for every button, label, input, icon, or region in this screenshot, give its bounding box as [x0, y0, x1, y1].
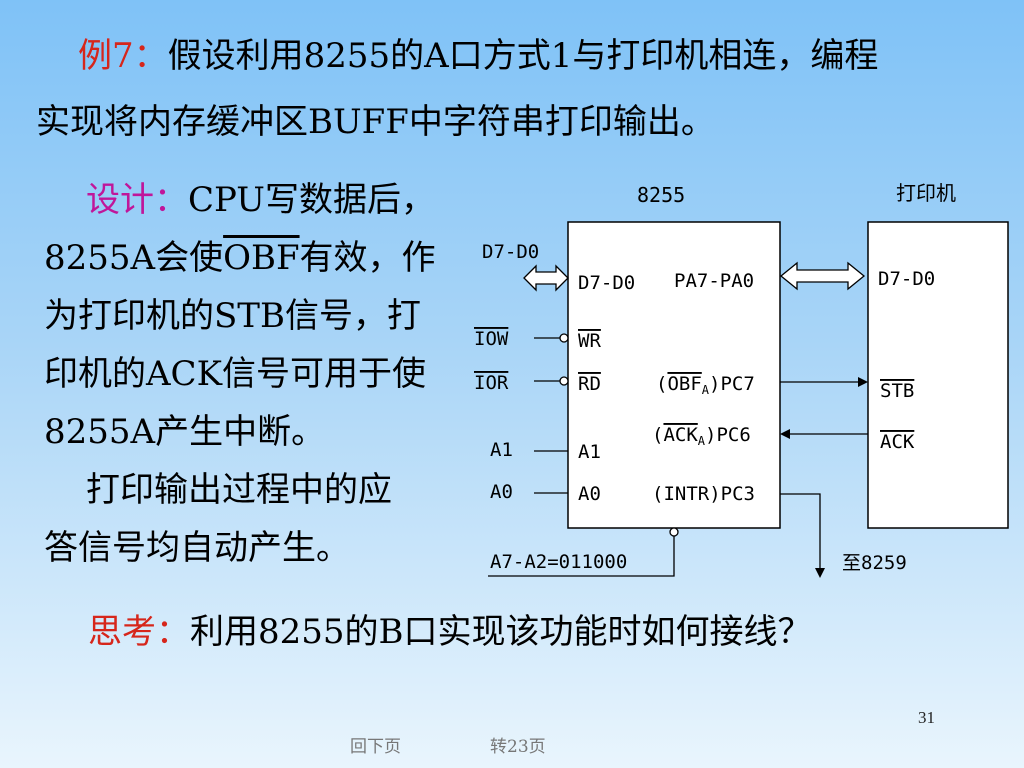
pc6-sub: A [698, 434, 706, 448]
chip-pa-label: PA7-PA0 [674, 270, 754, 292]
ior-label: IOR [474, 372, 509, 394]
design-line-1: 设计：CPU写数据后， [86, 180, 435, 220]
example-text-2: 实现将内存缓冲区BUFF中字符串打印输出。 [36, 102, 715, 142]
design-line-6: 打印输出过程中的应 [86, 470, 392, 510]
example-line-1: 例7：假设利用8255的A口方式1与打印机相连，编程 [78, 36, 878, 76]
goto-link[interactable]: 转23页 [490, 737, 546, 757]
iow-label: IOW [474, 328, 509, 350]
printer-stb-label: STB [880, 380, 914, 402]
pc7-obf: OBF [667, 373, 701, 395]
example-line-2: 实现将内存缓冲区BUFF中字符串打印输出。 [36, 102, 715, 142]
chip-title: 8255 [637, 183, 685, 207]
design-line-3: 为打印机的STB信号，打 [44, 296, 421, 336]
a0-label: A0 [490, 481, 513, 503]
pc7-tail: )PC7 [709, 373, 755, 395]
to-8259-label: 至8259 [842, 552, 907, 574]
design-line-2: 8255A会使OBF有效，作 [44, 238, 436, 278]
ior-bubble [559, 376, 569, 386]
iow-bubble [559, 333, 569, 343]
printer-d-label: D7-D0 [878, 268, 935, 290]
pc3-label: (INTR)PC3 [652, 483, 755, 505]
pc3-wire [780, 493, 821, 572]
design-text-2b: 有效，作 [299, 238, 436, 278]
printer-box [867, 221, 1009, 529]
pc6-label: (ACKA)PC6 [652, 424, 751, 448]
chip-rd-label: RD [578, 373, 601, 395]
chip-d-label: D7-D0 [578, 272, 635, 294]
think-line: 思考：利用8255的B口实现该功能时如何接线？ [88, 612, 812, 652]
address-label: A7-A2=011000 [490, 551, 627, 573]
pc6-ack: ACK [663, 424, 698, 446]
pc6-paren: ( [652, 424, 663, 446]
cs-bubble [669, 527, 679, 537]
printer-ack-label: ACK [880, 431, 915, 453]
data-bus-arrow [523, 264, 569, 292]
page-number: 31 [918, 708, 935, 727]
pa-to-printer-arrow [779, 261, 866, 291]
pc6-tail: )PC6 [705, 424, 751, 446]
cs-wire [488, 536, 675, 577]
chip-a0-label: A0 [578, 483, 601, 505]
printer-title: 打印机 [896, 181, 956, 205]
think-label: 思考： [88, 612, 190, 652]
design-line-7: 答信号均自动产生。 [44, 528, 350, 568]
chip-a1-label: A1 [578, 441, 601, 463]
example-label: 例7： [78, 36, 168, 76]
chip-wr-label: WR [578, 330, 601, 352]
chip-8255-box [567, 221, 781, 529]
design-text-2a: 8255A会使 [44, 238, 224, 278]
design-obf: OBF [223, 238, 300, 278]
example-text-1: 假设利用8255的A口方式1与打印机相连，编程 [167, 36, 879, 76]
design-label: 设计： [86, 180, 188, 220]
a1-label: A1 [490, 439, 513, 461]
pc6-arrowhead [780, 429, 790, 439]
design-line-5: 8255A产生中断。 [44, 412, 326, 452]
think-text: 利用8255的B口实现该功能时如何接线？ [190, 612, 812, 652]
design-line-4: 印机的ACK信号可用于使 [44, 354, 426, 394]
pc7-sub: A [702, 383, 710, 397]
pc7-paren: ( [656, 373, 667, 395]
pc3-arrowhead [815, 568, 825, 578]
bus-label: D7-D0 [482, 241, 539, 263]
back-link[interactable]: 回下页 [350, 737, 401, 757]
pc7-arrowhead [858, 377, 868, 387]
pc7-label: (OBFA)PC7 [656, 373, 755, 397]
design-text-1: CPU写数据后， [188, 180, 435, 220]
